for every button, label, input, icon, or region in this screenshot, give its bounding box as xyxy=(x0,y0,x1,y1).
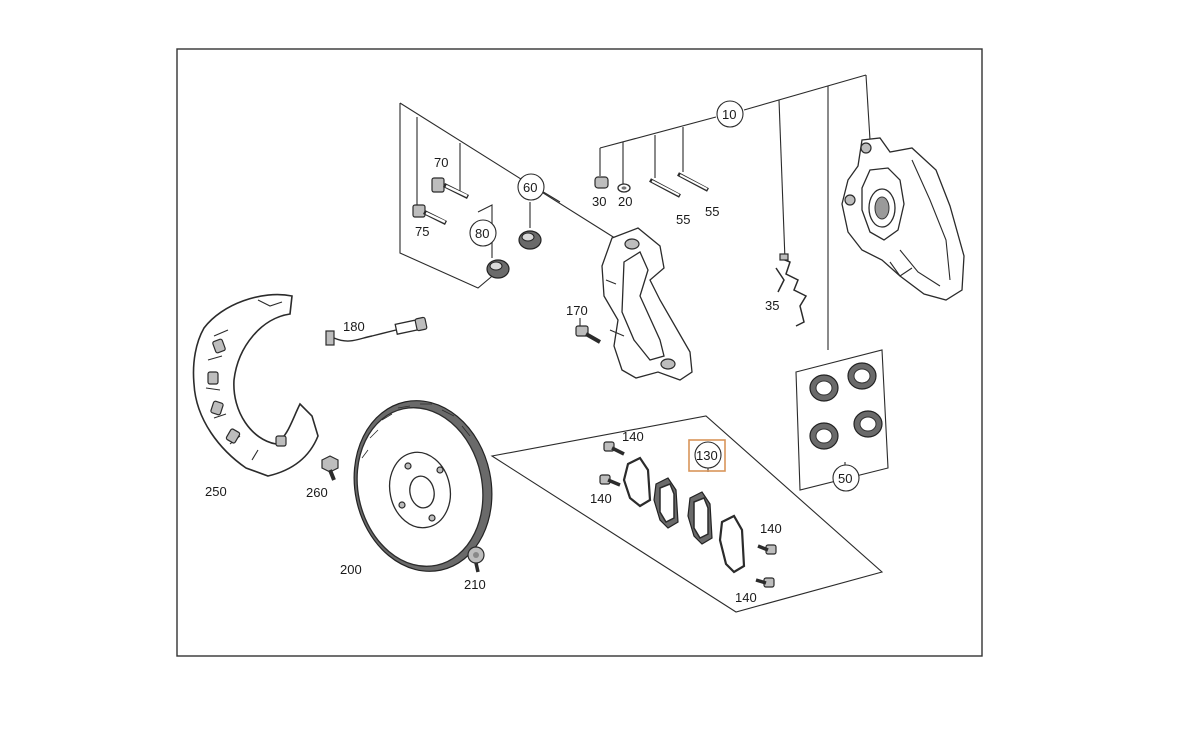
bolt-170 xyxy=(575,318,601,344)
label-80: 80 xyxy=(475,226,489,241)
pin-55-a xyxy=(649,178,681,198)
group-10-outline xyxy=(599,74,871,350)
diagram-frame xyxy=(176,48,983,657)
bush-60 xyxy=(518,230,542,250)
label-210: 210 xyxy=(464,577,486,592)
label-35: 35 xyxy=(765,298,779,313)
pad-bolt-140-b xyxy=(599,474,621,487)
pad-bolt-140-a xyxy=(603,441,625,456)
caliper-housing xyxy=(841,137,965,301)
label-30: 30 xyxy=(592,194,606,209)
label-180: 180 xyxy=(343,319,365,334)
callout-50: 50 xyxy=(832,464,860,492)
highlight-box-130 xyxy=(688,439,726,472)
splash-shield-250 xyxy=(192,293,319,477)
label-75: 75 xyxy=(415,224,429,239)
label-170: 170 xyxy=(566,303,588,318)
seal-ring-2 xyxy=(847,362,877,390)
label-140-b: 140 xyxy=(590,491,612,506)
label-70: 70 xyxy=(434,155,448,170)
brake-pad-2 xyxy=(653,477,679,529)
seal-ring-1 xyxy=(809,374,839,402)
label-55-b: 55 xyxy=(705,204,719,219)
label-130: 130 xyxy=(696,448,718,463)
cap-30 xyxy=(594,176,609,189)
label-260: 260 xyxy=(306,485,328,500)
callout-80: 80 xyxy=(469,219,497,247)
seal-ring-4 xyxy=(853,410,883,438)
bolt-75 xyxy=(412,204,448,226)
caliper-bracket xyxy=(601,227,693,381)
label-140-a: 140 xyxy=(622,429,644,444)
group-60-outline xyxy=(399,102,619,289)
callout-10: 10 xyxy=(716,100,744,128)
bush-80 xyxy=(486,259,510,279)
label-140-d: 140 xyxy=(735,590,757,605)
pad-bolt-140-d xyxy=(755,577,775,588)
bolt-260 xyxy=(321,455,339,481)
pin-55-b xyxy=(677,172,709,192)
spring-clip-35 xyxy=(775,253,808,327)
label-55-a: 55 xyxy=(676,212,690,227)
wear-sensor-180 xyxy=(325,316,428,346)
label-10: 10 xyxy=(722,107,736,122)
label-20: 20 xyxy=(618,194,632,209)
seal-ring-3 xyxy=(809,422,839,450)
label-140-c: 140 xyxy=(760,521,782,536)
callout-60: 60 xyxy=(517,173,545,201)
label-50: 50 xyxy=(838,471,852,486)
bolt-70 xyxy=(431,177,470,200)
callout-130: 130 xyxy=(688,439,726,472)
label-60: 60 xyxy=(523,180,537,195)
brake-pad-1 xyxy=(622,456,652,508)
label-200: 200 xyxy=(340,562,362,577)
brake-pad-4 xyxy=(718,514,746,574)
pad-bolt-140-c xyxy=(757,544,777,555)
label-250: 250 xyxy=(205,484,227,499)
bolt-210 xyxy=(467,546,485,573)
brake-pad-3 xyxy=(687,491,713,545)
brake-disc-200 xyxy=(353,400,493,572)
nut-20 xyxy=(617,183,631,193)
